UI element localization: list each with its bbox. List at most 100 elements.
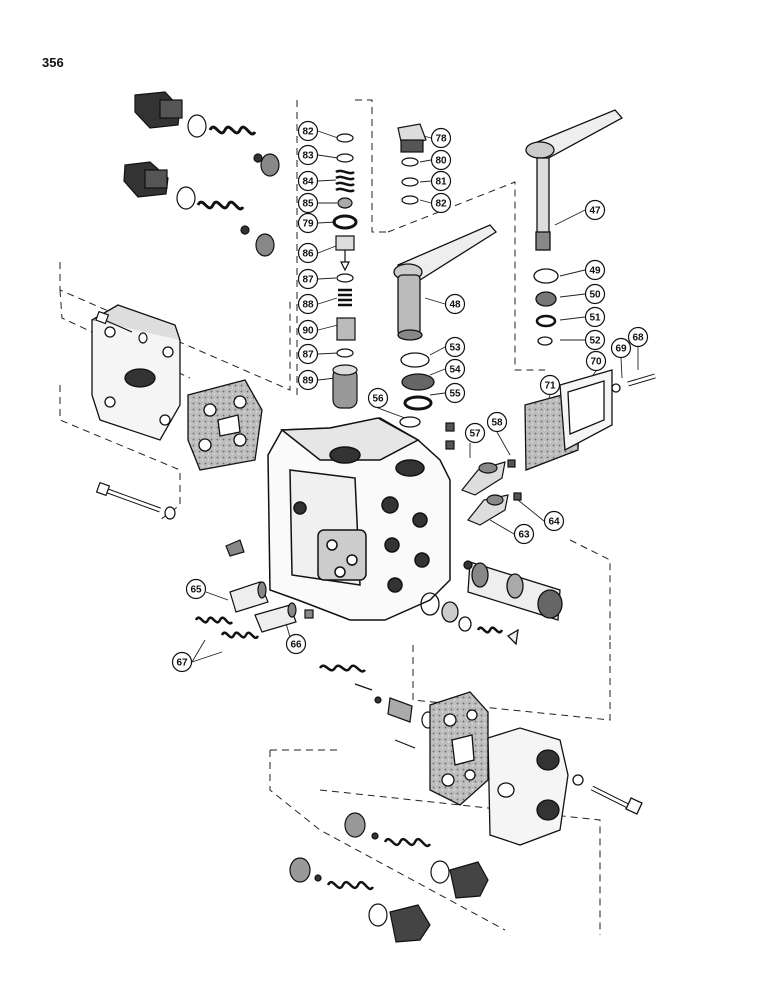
callout-66: 66: [285, 633, 307, 655]
callout-48: 48: [444, 293, 466, 315]
callout-63: 63: [513, 523, 535, 545]
callout-circle: [464, 422, 486, 444]
callout-71: 71: [539, 374, 561, 396]
left-bolts: [95, 310, 176, 520]
callout-number: 84: [302, 177, 314, 188]
callout-number: 88: [302, 300, 314, 311]
callout-82: 82: [297, 120, 319, 142]
callout-circle: [584, 199, 606, 221]
callout-67: 67: [171, 651, 193, 673]
callout-number: 54: [449, 365, 461, 376]
callout-81: 81: [430, 170, 452, 192]
callout-circle: [584, 259, 606, 281]
callout-number: 47: [589, 206, 601, 217]
left-cover-plate: [91, 304, 181, 441]
callout-number: 70: [590, 357, 602, 368]
callout-circle: [584, 329, 606, 351]
callout-50: 50: [584, 283, 606, 305]
callout-circle: [297, 293, 319, 315]
callout-number: 87: [302, 350, 314, 361]
callout-circle: [297, 319, 319, 341]
callout-number: 48: [449, 300, 461, 311]
callout-circle: [513, 523, 535, 545]
callout-69: 69: [610, 337, 632, 359]
relief-valve-upper: [134, 91, 280, 177]
valve-housing: [267, 417, 451, 621]
callout-circle: [430, 170, 452, 192]
callout-circle: [539, 374, 561, 396]
callout-circle: [297, 343, 319, 365]
callout-79: 79: [297, 212, 319, 234]
callout-circle: [444, 358, 466, 380]
callout-89: 89: [297, 369, 319, 391]
callout-49: 49: [584, 259, 606, 281]
callout-circle: [444, 382, 466, 404]
callout-number: 65: [190, 585, 202, 596]
lever-47: [525, 109, 624, 346]
callout-circle: [585, 350, 607, 372]
callout-54: 54: [444, 358, 466, 380]
callout-70: 70: [585, 350, 607, 372]
callout-number: 57: [469, 429, 481, 440]
callout-47: 47: [584, 199, 606, 221]
callout-number: 52: [589, 336, 601, 347]
right-cover-plate: [524, 369, 656, 471]
callout-circle: [185, 578, 207, 600]
callout-number: 50: [589, 290, 601, 301]
callout-circle: [610, 337, 632, 359]
callout-number: 82: [302, 127, 314, 138]
callout-52: 52: [584, 329, 606, 351]
bottom-relief-valve-lower: [289, 857, 431, 943]
callout-86: 86: [297, 242, 319, 264]
callout-number: 81: [435, 177, 447, 188]
callout-circle: [444, 336, 466, 358]
callout-number: 58: [491, 418, 503, 429]
left-gasket: [187, 379, 263, 471]
callout-number: 53: [449, 343, 461, 354]
callout-circle: [297, 170, 319, 192]
callout-number: 51: [589, 313, 601, 324]
callout-number: 83: [302, 151, 314, 162]
callout-circle: [486, 411, 508, 433]
rocker-arms: [445, 422, 522, 526]
callout-number: 79: [302, 219, 314, 230]
callout-number: 63: [518, 530, 530, 541]
callout-number: 55: [449, 389, 461, 400]
callout-circle: [297, 144, 319, 166]
callout-number: 69: [615, 344, 627, 355]
callout-85: 85: [297, 192, 319, 214]
callout-circle: [444, 293, 466, 315]
callout-circle: [297, 120, 319, 142]
callout-87: 87: [297, 343, 319, 365]
bottom-relief-valve-upper: [344, 812, 489, 899]
callout-82: 82: [430, 192, 452, 214]
callout-80: 80: [430, 149, 452, 171]
callout-circle: [584, 306, 606, 328]
callout-number: 80: [435, 156, 447, 167]
callout-57: 57: [464, 422, 486, 444]
callout-circle: [297, 369, 319, 391]
callout-84: 84: [297, 170, 319, 192]
callout-number: 56: [372, 394, 384, 405]
callout-number: 49: [589, 266, 601, 277]
callout-87: 87: [297, 268, 319, 290]
lever-48: [393, 224, 497, 428]
callout-number: 86: [302, 249, 314, 260]
callout-number: 67: [176, 658, 188, 669]
callout-circle: [430, 149, 452, 171]
callout-83: 83: [297, 144, 319, 166]
callout-circle: [627, 326, 649, 348]
callout-number: 64: [548, 517, 560, 528]
callout-number: 71: [544, 381, 556, 392]
lower-gasket: [429, 691, 489, 806]
page-number: 356: [42, 55, 64, 70]
callout-number: 78: [435, 134, 447, 145]
leader-lines: [191, 130, 639, 663]
callout-88: 88: [297, 293, 319, 315]
callout-65: 65: [185, 578, 207, 600]
callout-number: 87: [302, 275, 314, 286]
callout-90: 90: [297, 319, 319, 341]
callout-53: 53: [444, 336, 466, 358]
callout-number: 90: [302, 326, 314, 337]
callout-number: 82: [435, 199, 447, 210]
